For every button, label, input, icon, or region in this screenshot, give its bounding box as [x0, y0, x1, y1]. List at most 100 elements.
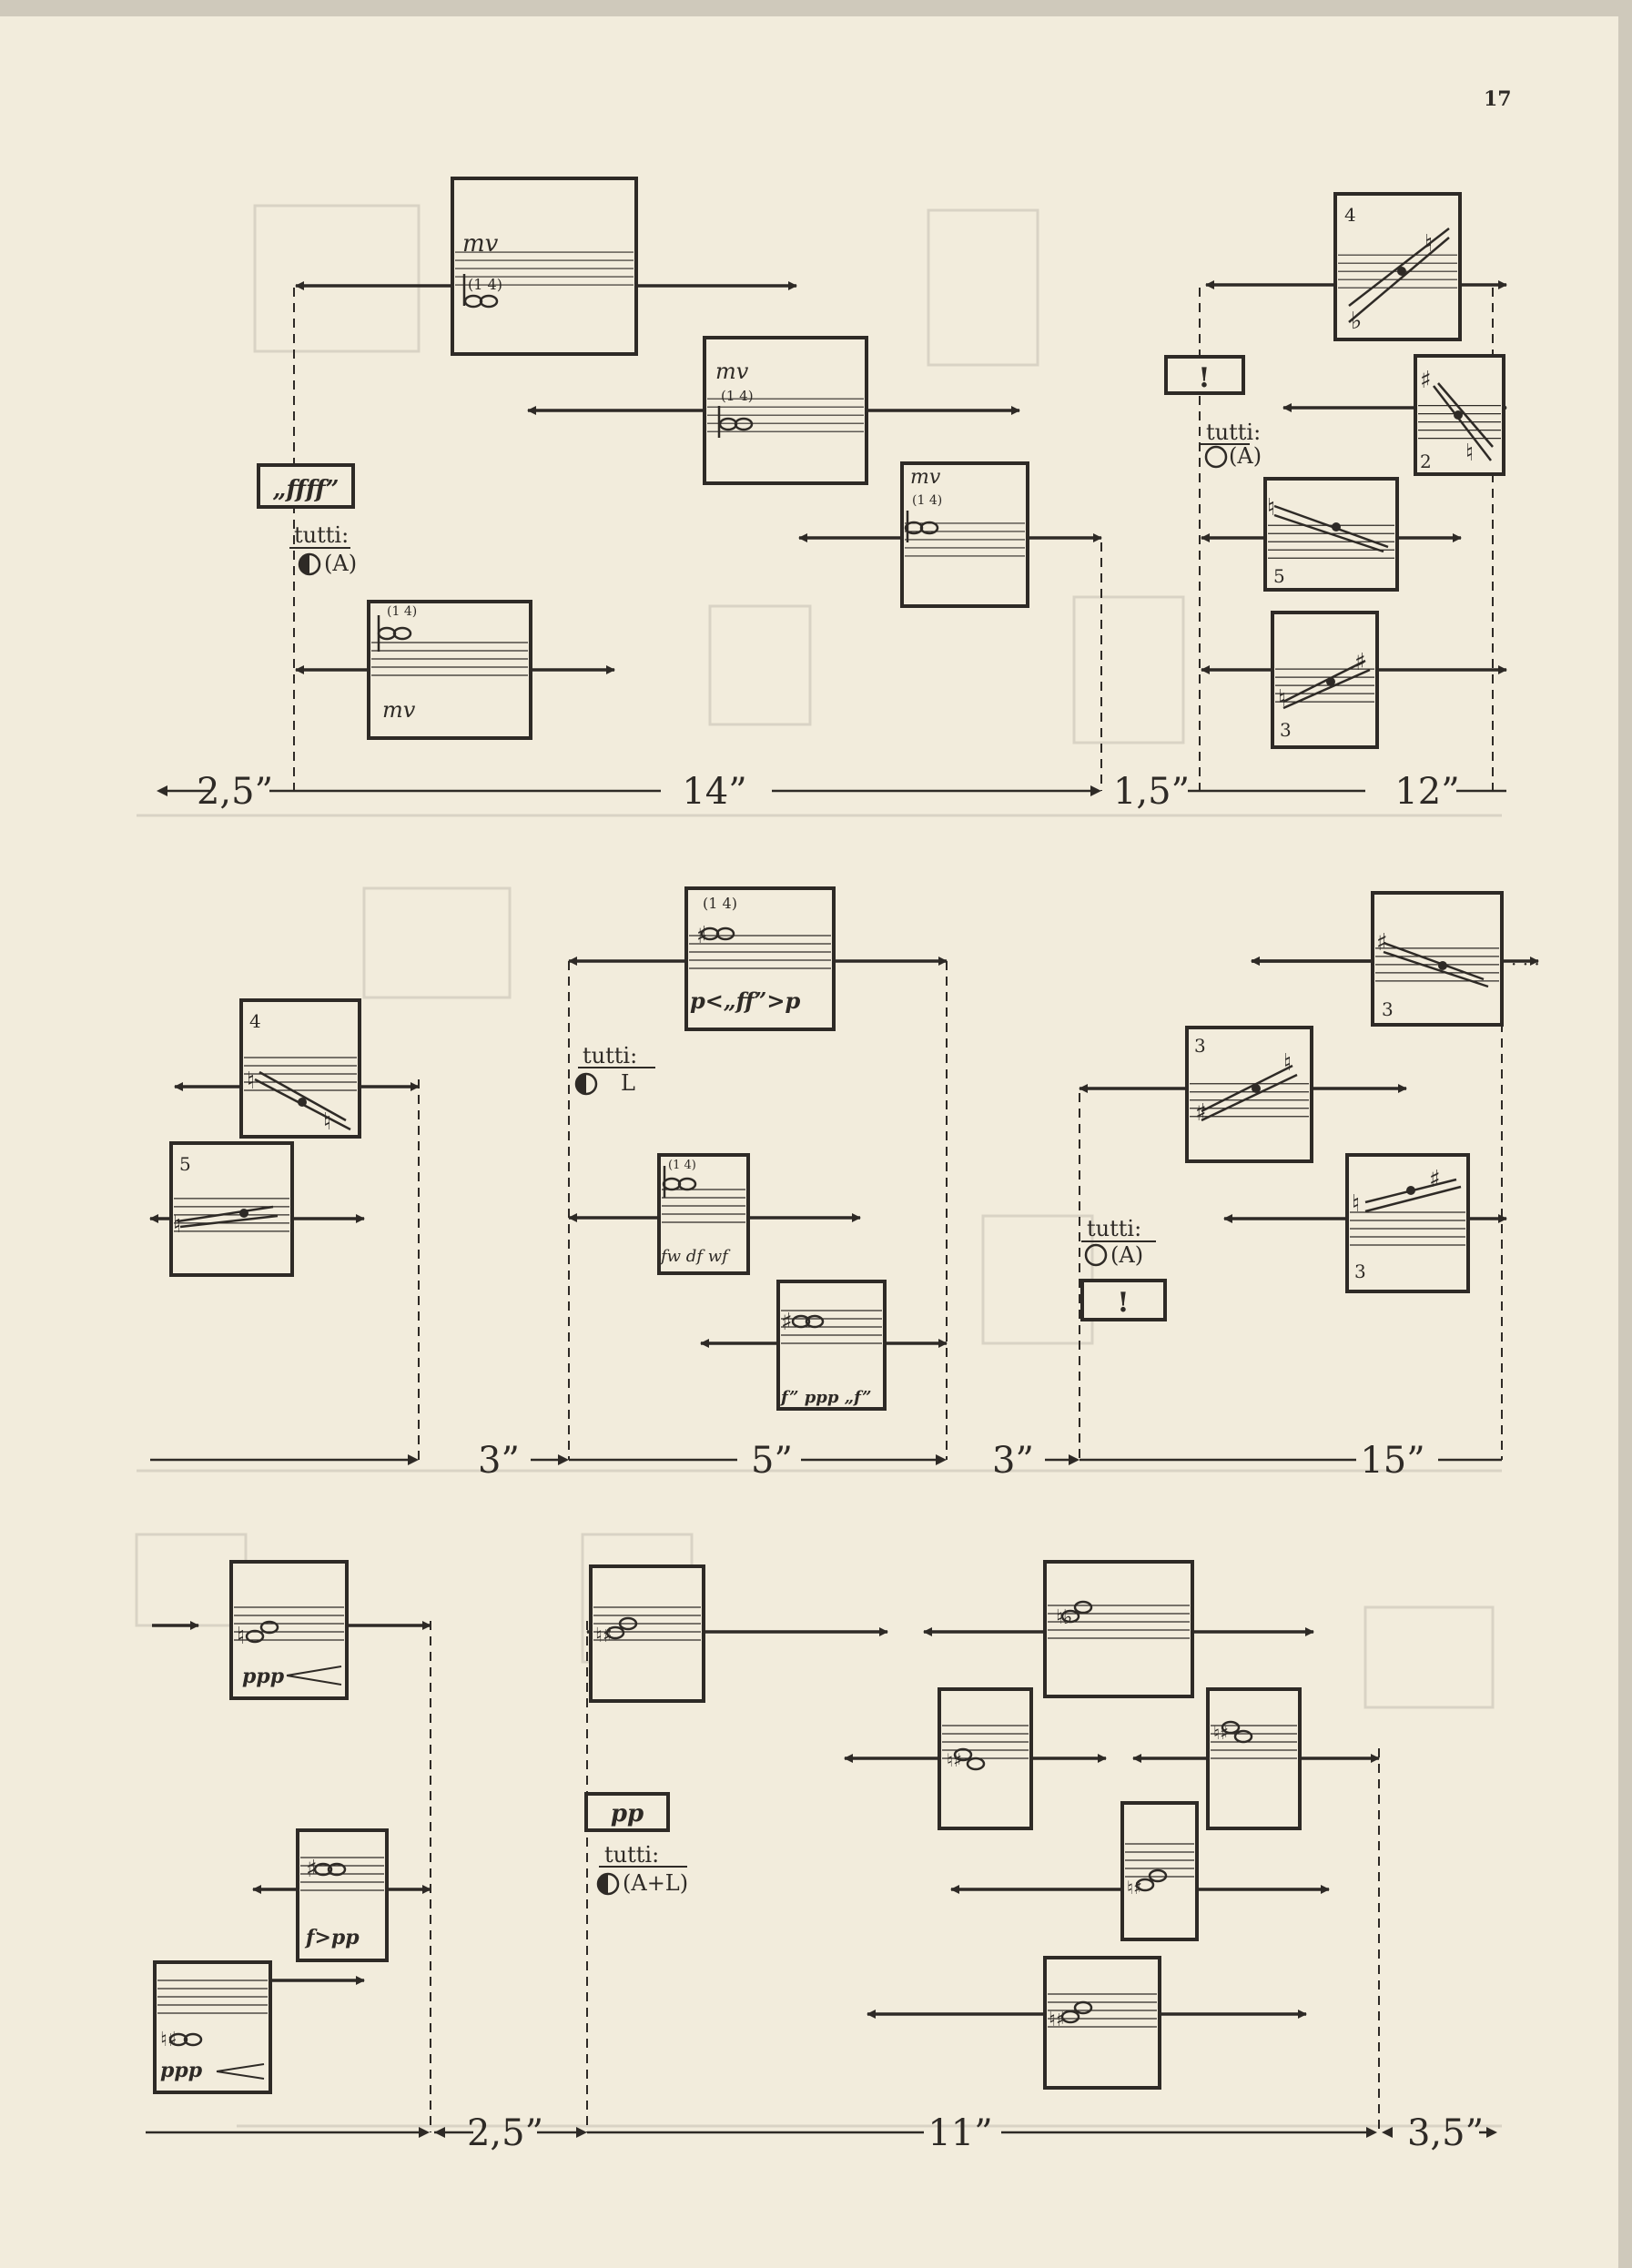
- arrowhead-left: [157, 785, 167, 796]
- notehead: [715, 926, 735, 941]
- duration-label: 3”: [478, 1440, 520, 1482]
- dynamic-pp: pp: [611, 1800, 644, 1828]
- note-box: [589, 1564, 705, 1703]
- natural-accidental: ♮: [1278, 685, 1286, 713]
- accidentals: ♮♭: [1056, 1606, 1072, 1629]
- glissando-line: [1282, 668, 1371, 710]
- accidentals: ♮♯: [160, 2029, 177, 2051]
- fingering: (1 4): [468, 276, 502, 293]
- graphic-score: 2,5”14”1,5”12”mv(1 4)mv(1 4)mv(1 4)„ffff…: [135, 177, 1540, 2154]
- note-box: [1345, 1153, 1470, 1293]
- group-number: 3: [1194, 1035, 1206, 1057]
- dynamic-box-pp: [584, 1792, 670, 1832]
- arrowhead-right: [1366, 2127, 1377, 2138]
- natural-accidental: ♮: [1465, 440, 1474, 467]
- notehead: [1148, 1868, 1168, 1883]
- arrowhead-right: [419, 2127, 430, 2138]
- arrowhead-right: [1069, 1454, 1080, 1465]
- note-dot: [1397, 267, 1406, 276]
- note-box-mv: [900, 461, 1029, 608]
- flat-accidental: ♭: [1351, 308, 1362, 335]
- tutti-L-label: L: [621, 1070, 635, 1096]
- notehead: [1233, 1729, 1253, 1744]
- glissando-line: [179, 1214, 279, 1229]
- notehead: [1135, 1878, 1155, 1892]
- arrowhead-right: [576, 2127, 587, 2138]
- arrowhead-right: [1486, 2127, 1497, 2138]
- dynamic-hairpin: fw df wf: [659, 1247, 731, 1266]
- exclaim-box: [1164, 355, 1245, 395]
- glissando-line: [1273, 504, 1389, 549]
- hairpin: [286, 1666, 342, 1676]
- note-box: [776, 1280, 887, 1411]
- notehead: [1073, 1600, 1093, 1615]
- glissando-line: [1348, 228, 1450, 307]
- glissando-line: [1201, 1064, 1293, 1113]
- sharp-accidental: ♯: [306, 1856, 318, 1883]
- natural-accidental: ♮: [1424, 230, 1433, 258]
- duration-label: 3”: [992, 1440, 1034, 1482]
- notehead: [791, 1314, 811, 1329]
- duration-label: 5”: [751, 1440, 793, 1482]
- note-box-mv: [451, 177, 638, 356]
- group-number: 5: [179, 1153, 191, 1175]
- natural-accidental: ♮: [1267, 494, 1275, 521]
- group-number: 3: [1354, 1261, 1366, 1282]
- notehead: [183, 2032, 203, 2047]
- duration-label: 2,5”: [197, 771, 273, 813]
- note-box-mv: [367, 600, 532, 740]
- dynamic-mv: mv: [382, 697, 416, 723]
- accidentals: ♮♯: [1127, 1877, 1142, 1898]
- note-dot: [1438, 961, 1447, 970]
- note-box: [239, 998, 361, 1139]
- arrowhead-right: [408, 1454, 419, 1465]
- hairpin: [216, 2071, 265, 2080]
- dynamic-hairpin: f>pp: [304, 1926, 360, 1949]
- tutti-label: tutti:: [604, 1842, 659, 1868]
- continuation-dots: · · ·: [1511, 953, 1540, 975]
- note-dot: [1454, 410, 1463, 420]
- duration-label: 1,5”: [1113, 771, 1190, 813]
- group-number: 3: [1382, 998, 1394, 1020]
- sharp-accidental: ♯: [1420, 367, 1432, 394]
- group-number: 4: [249, 1010, 261, 1032]
- note-box: [1043, 1956, 1161, 2090]
- open-circle-symbol: [1084, 1243, 1108, 1267]
- note-box: [1185, 1026, 1313, 1163]
- notehead: [618, 1616, 638, 1631]
- glissando-line: [1383, 950, 1489, 988]
- glissando-line: [1282, 659, 1366, 704]
- accidentals: ♮♯: [1049, 2009, 1066, 2031]
- note-dot: [1332, 522, 1341, 532]
- group-number: 4: [1344, 204, 1356, 226]
- notehead: [392, 626, 412, 641]
- glissando-line: [1201, 1073, 1298, 1122]
- half-circle-fill: [299, 554, 309, 574]
- notehead: [805, 1314, 825, 1329]
- notehead: [479, 294, 499, 309]
- tutti-A-label: (A): [324, 551, 357, 576]
- notehead: [734, 417, 754, 431]
- dynamic-ppp: ppp: [242, 1665, 285, 1688]
- note-box: [296, 1828, 389, 1962]
- notehead: [605, 1625, 625, 1640]
- tutti-label: tutti:: [1087, 1216, 1141, 1241]
- sharp-accidental: ♯: [1354, 649, 1366, 676]
- tutti-label: tutti:: [294, 522, 349, 548]
- duration-label: 2,5”: [467, 2112, 543, 2154]
- notehead: [327, 1862, 347, 1877]
- glissando-line: [1348, 237, 1450, 323]
- dynamic-mv: mv: [462, 230, 499, 258]
- dynamic-ppp: ppp: [160, 2059, 203, 2082]
- half-circle-fill: [598, 1874, 608, 1894]
- score-page: 17 2,5”14”1,5”12”mv(1 4)mv(1 4)mv(1 4)„f…: [0, 16, 1618, 2268]
- arrowhead-right: [936, 1454, 947, 1465]
- sharp-accidental: ♯: [1376, 929, 1388, 957]
- natural-accidental: ♮: [173, 1211, 181, 1239]
- glissando-line: [258, 1070, 347, 1122]
- tutti-A-label: (A): [1110, 1242, 1143, 1268]
- fingering: (1 4): [721, 388, 754, 404]
- dynamic-hairpin: p<„ff”>p: [690, 987, 800, 1014]
- note-box: [1371, 891, 1504, 1027]
- notehead: [259, 1620, 279, 1635]
